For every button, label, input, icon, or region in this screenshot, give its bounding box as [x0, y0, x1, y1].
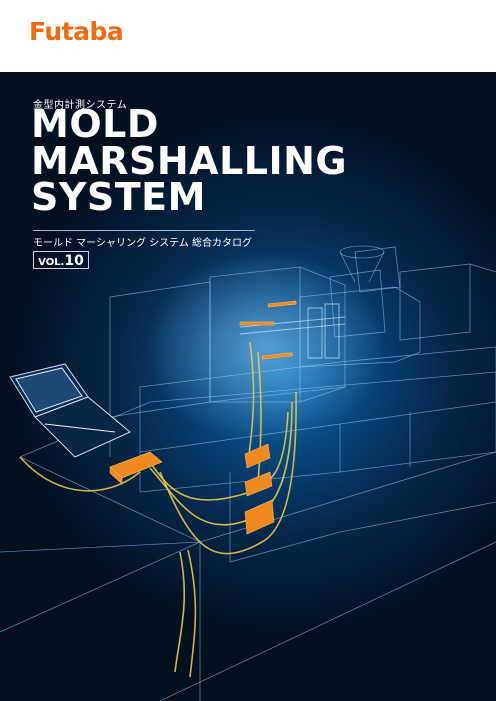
title-divider [33, 230, 255, 231]
cover-subtitle: 金型内計測システム [33, 100, 128, 111]
molding-machine-illustration [0, 245, 496, 701]
header-bar: Futaba [0, 0, 496, 72]
futaba-logo: Futaba [29, 17, 124, 46]
volume-prefix: VOL. [38, 257, 65, 268]
volume-badge: VOL.10 [33, 251, 89, 269]
cover-title: MOLD MARSHALLING SYSTEM [31, 102, 348, 219]
title-line-3: SYSTEM [31, 175, 206, 219]
cover-artwork: 金型内計測システム MOLD MARSHALLING SYSTEM モールド マ… [0, 72, 496, 701]
title-line-2: MARSHALLING [31, 138, 348, 183]
catalog-japanese-title: モールド マーシャリング システム 総合カタログ [33, 238, 253, 249]
volume-number: 10 [64, 253, 84, 269]
title-line-1: MOLD [31, 102, 159, 146]
